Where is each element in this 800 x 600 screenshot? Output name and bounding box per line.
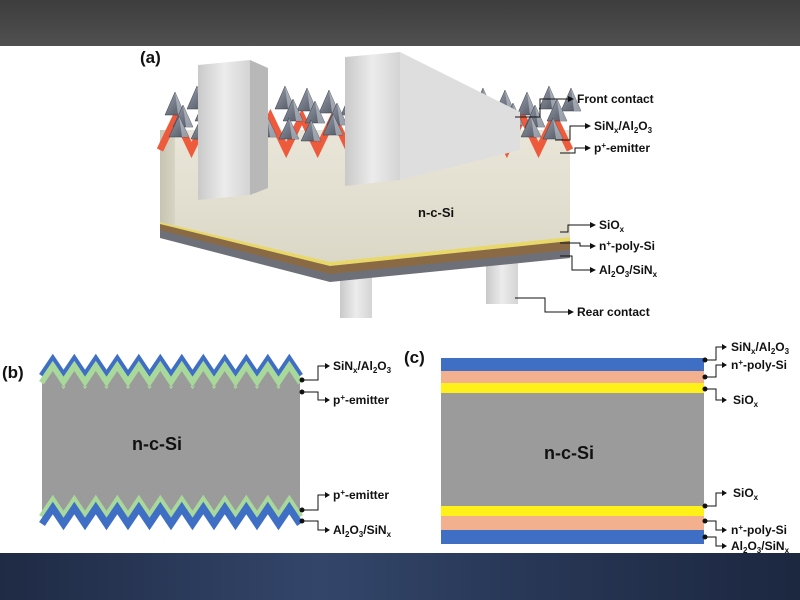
video-frame-top-band <box>0 0 800 46</box>
front-contact-bar-left <box>198 60 250 200</box>
pyramid-highlight <box>179 116 189 137</box>
c-bottom-siox <box>441 506 704 516</box>
label-a-rear-passivation: Al2O3/SiNx <box>599 263 658 279</box>
pyramid-highlight <box>337 103 347 125</box>
pyramid-highlight <box>333 114 343 135</box>
b-top-bulk-fill <box>42 371 300 387</box>
pyramid-highlight <box>311 120 321 141</box>
panel-c-leaders <box>705 346 722 547</box>
panel-b-textured-layers <box>39 353 303 531</box>
label-a-top-passivation: SiNx/Al2O3 <box>594 119 653 135</box>
label-a-siox: SiOx <box>599 218 625 234</box>
c-top-poly <box>441 371 704 383</box>
panel-b-leaders <box>302 365 325 531</box>
bulk-label-a: n-c-Si <box>418 205 454 220</box>
b-bottom-emitter <box>39 494 303 524</box>
b-top-passivation <box>39 353 303 383</box>
label-a-emitter: p+-emitter <box>594 141 650 155</box>
panel-b-tag: (b) <box>2 363 24 382</box>
bulk-si-b <box>42 378 300 514</box>
panel-a: (a) n-c-Si <box>140 48 658 319</box>
pyramid-highlight <box>293 99 303 121</box>
pyramid-highlight <box>183 105 193 127</box>
label-b-rear-passivation: Al2O3/SiNx <box>333 523 392 539</box>
pyramid-highlight <box>267 116 277 137</box>
video-frame-bottom-band <box>0 553 800 600</box>
label-a-poly: n+-poly-Si <box>599 239 655 253</box>
c-bottom-poly <box>441 516 704 530</box>
label-c-top-siox: SiOx <box>733 393 759 409</box>
c-top-siox <box>441 383 704 393</box>
label-b-bottom-emitter: p+-emitter <box>333 488 389 502</box>
front-contact-bar-right-top <box>400 52 520 180</box>
panel-c: (c) n-c-Si SiNx/Al2O3 n+-poly-Si SiOx Si… <box>404 340 790 555</box>
bulk-label-b: n-c-Si <box>132 434 182 454</box>
label-rear-contact: Rear contact <box>577 305 650 319</box>
bulk-label-c: n-c-Si <box>544 443 594 463</box>
pyramid-highlight <box>553 118 563 139</box>
front-contact-bar-left-side <box>250 60 268 195</box>
label-b-top-passivation: SiNx/Al2O3 <box>333 359 392 375</box>
bulk-si-c <box>441 393 704 506</box>
b-bottom-bulk-fill <box>42 497 300 513</box>
b-top-emitter <box>39 360 303 390</box>
panel-c-markers <box>702 344 727 549</box>
pyramid-highlight <box>557 99 567 121</box>
pyramid-highlight <box>315 101 325 123</box>
b-rear-passivation <box>39 501 303 531</box>
panel-c-tag: (c) <box>404 348 425 367</box>
panel-a-tag: (a) <box>140 48 161 67</box>
label-c-top-passivation: SiNx/Al2O3 <box>731 340 790 356</box>
front-contact-bar-right <box>345 52 400 186</box>
label-b-top-emitter: p+-emitter <box>333 393 389 407</box>
c-rear-passivation <box>441 530 704 544</box>
label-c-bottom-poly: n+-poly-Si <box>731 523 787 537</box>
pyramid-highlight <box>571 88 581 111</box>
label-c-rear-passivation: Al2O3/SiNx <box>731 539 790 555</box>
label-c-bottom-siox: SiOx <box>733 486 759 502</box>
label-c-top-poly: n+-poly-Si <box>731 358 787 372</box>
panel-b: (b) n-c-Si SiNx/Al2O3 p+-emitter p+-emit… <box>2 353 392 539</box>
pyramid-highlight <box>531 116 541 137</box>
panel-a-arrowheads <box>568 96 596 315</box>
panel-b-markers <box>299 363 330 533</box>
label-front-contact: Front contact <box>577 92 654 106</box>
panel-a-leaders <box>515 98 590 313</box>
c-top-passivation <box>441 358 704 371</box>
bulk-si-side <box>160 130 175 226</box>
pyramid-highlight <box>289 118 299 139</box>
